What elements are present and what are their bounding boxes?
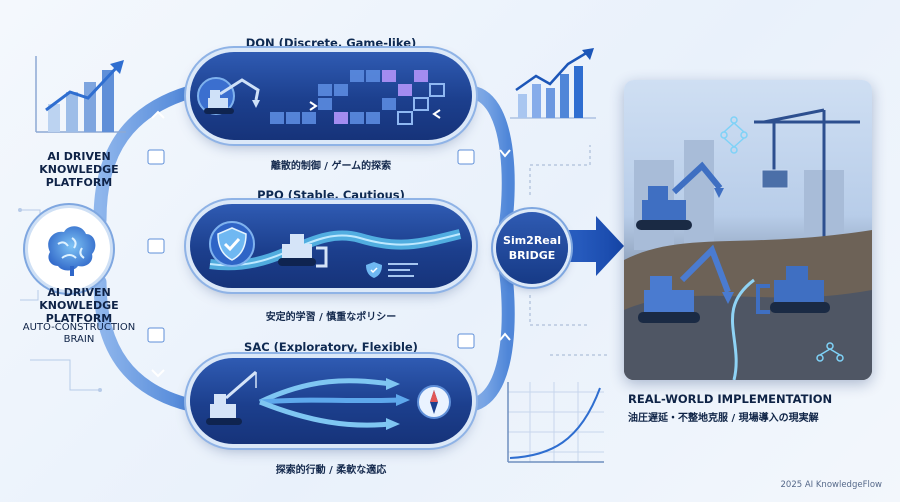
brain-icon — [48, 226, 96, 276]
left-top-line1: AI DRIVEN — [47, 150, 111, 163]
big-arrow-to-real-world — [560, 216, 624, 276]
dqn-pill[interactable] — [190, 52, 472, 140]
pipe-node-2 — [147, 238, 165, 254]
sac-caption: 探索的行動 / 柔軟な適応 — [275, 465, 387, 476]
left-top-line3: PLATFORM — [45, 176, 113, 189]
sac-scene — [206, 370, 451, 430]
compass-icon — [417, 385, 451, 419]
sac-title: SAC (Exploratory, Flexible) — [244, 340, 418, 354]
site-bulldozer-icon — [756, 266, 830, 314]
pipe-node-3 — [147, 327, 165, 343]
site-excavator-icon — [636, 161, 724, 230]
shield-check-icon — [209, 221, 255, 267]
pipe-dqn-to-bridge — [465, 85, 515, 233]
left-brain-line2: KNOWLEDGE — [39, 299, 119, 312]
sim2real-bridge-node[interactable]: Sim2Real BRIDGE — [496, 212, 568, 284]
pipe-brain-to-dqn — [93, 85, 197, 227]
dqn-caption: 離散的制御 / ゲーム的探索 — [270, 161, 392, 172]
brain-node[interactable] — [28, 208, 110, 290]
dqn-scene — [197, 70, 445, 125]
ppo-scene — [209, 221, 462, 278]
pipe-node-1 — [147, 149, 165, 165]
growth-chart-icon — [35, 56, 126, 133]
mini-growth-chart-icon — [510, 48, 596, 119]
pipe-sac-to-bridge — [465, 261, 515, 412]
real-world-title: REAL-WORLD IMPLEMENTATION — [628, 392, 833, 406]
pipe-node-4 — [457, 149, 475, 165]
ppo-pill[interactable] — [190, 204, 472, 288]
real-world-subtitle: 油圧遅延・不整地克服 / 現場導入の現実解 — [628, 413, 819, 424]
left-top-label: AI DRIVEN KNOWLEDGE PLATFORM — [14, 150, 144, 189]
bridge-line1: Sim2Real — [503, 234, 561, 247]
curve-chart-icon — [507, 382, 604, 463]
left-brain-sub: AUTO-CONSTRUCTION BRAIN — [14, 322, 144, 346]
bridge-line2: BRIDGE — [508, 249, 556, 262]
neural-network-icon — [720, 116, 748, 154]
left-top-line2: KNOWLEDGE — [39, 163, 119, 176]
pipe-node-5 — [457, 333, 475, 349]
left-brain-label: AI DRIVEN KNOWLEDGE PLATFORM — [14, 286, 144, 325]
construction-site-illustration — [624, 108, 872, 380]
footer-credit: 2025 AI KnowledgeFlow — [780, 480, 883, 490]
small-shield-icon — [366, 262, 382, 278]
pipe-brain-to-sac — [93, 275, 197, 412]
ppo-title: PPO (Stable, Cautious) — [257, 188, 405, 202]
sac-pill[interactable] — [190, 358, 472, 444]
excavator-icon — [204, 78, 260, 114]
dqn-title: DQN (Discrete, Game-like) — [245, 36, 417, 50]
left-brain-line1: AI DRIVEN — [47, 286, 111, 299]
crane-excavator-icon — [206, 370, 257, 425]
left-brain-line3: PLATFORM — [45, 312, 113, 325]
bulldozer-icon — [278, 234, 328, 268]
ppo-caption: 安定的学習 / 慎重なポリシー — [265, 312, 397, 323]
real-world-scene[interactable] — [624, 80, 872, 380]
left-brain-line5: BRAIN — [63, 334, 95, 345]
left-brain-line4: AUTO-CONSTRUCTION — [22, 322, 136, 333]
